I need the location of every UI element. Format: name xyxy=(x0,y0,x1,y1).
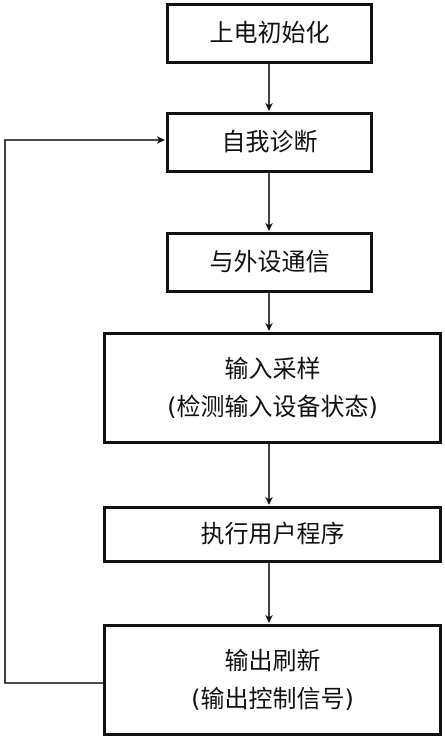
step-label: 与外设通信 xyxy=(209,248,330,277)
step-peripheral-communication: 与外设通信 xyxy=(166,232,373,293)
step-execute-user-program: 执行用户程序 xyxy=(103,506,442,563)
step-self-diagnosis: 自我诊断 xyxy=(166,112,373,173)
step-output-refresh: 输出刷新 (输出控制信号) xyxy=(103,624,442,736)
step-label: 输入采样 xyxy=(224,354,321,383)
step-label: 执行用户程序 xyxy=(200,520,345,549)
step-label: 自我诊断 xyxy=(221,128,318,157)
step-power-on-init: 上电初始化 xyxy=(166,3,373,64)
step-sublabel: (检测输入设备状态) xyxy=(167,393,378,421)
step-sublabel: (输出控制信号) xyxy=(191,685,354,713)
step-label: 输出刷新 xyxy=(224,646,321,675)
step-input-sampling: 输入采样 (检测输入设备状态) xyxy=(103,332,442,444)
loop-back-arrow xyxy=(4,136,165,684)
step-label: 上电初始化 xyxy=(209,19,330,48)
